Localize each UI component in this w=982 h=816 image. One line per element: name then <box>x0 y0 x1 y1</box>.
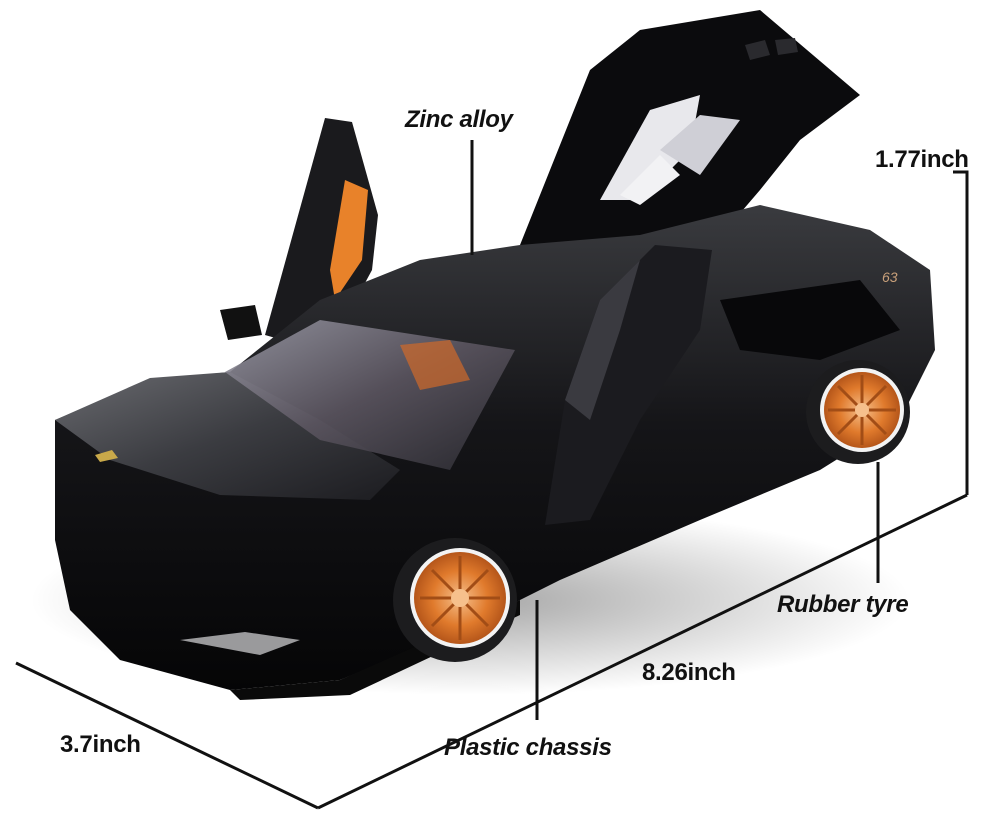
length-dimension-label: 8.26inch <box>642 659 736 686</box>
plastic-chassis-label: Plastic chassis <box>444 734 612 761</box>
width-dimension-label: 3.7inch <box>60 731 141 758</box>
length-dimension-line <box>317 493 968 810</box>
number-63-badge: 63 <box>882 269 898 285</box>
annotation-lines <box>15 140 969 810</box>
right-door <box>545 245 712 525</box>
car-body <box>55 205 935 690</box>
zinc-alloy-label: Zinc alloy <box>405 106 513 133</box>
width-dimension-line <box>15 661 319 810</box>
rear-engine-cover <box>520 10 860 310</box>
rear-wheel <box>806 360 910 464</box>
rubber-tyre-label: Rubber tyre <box>777 591 909 618</box>
height-dimension-line <box>953 170 969 495</box>
front-hood <box>55 372 400 500</box>
front-wheel <box>393 538 517 662</box>
badge-icon <box>95 450 118 462</box>
height-dimension-label: 1.77inch <box>875 146 969 173</box>
